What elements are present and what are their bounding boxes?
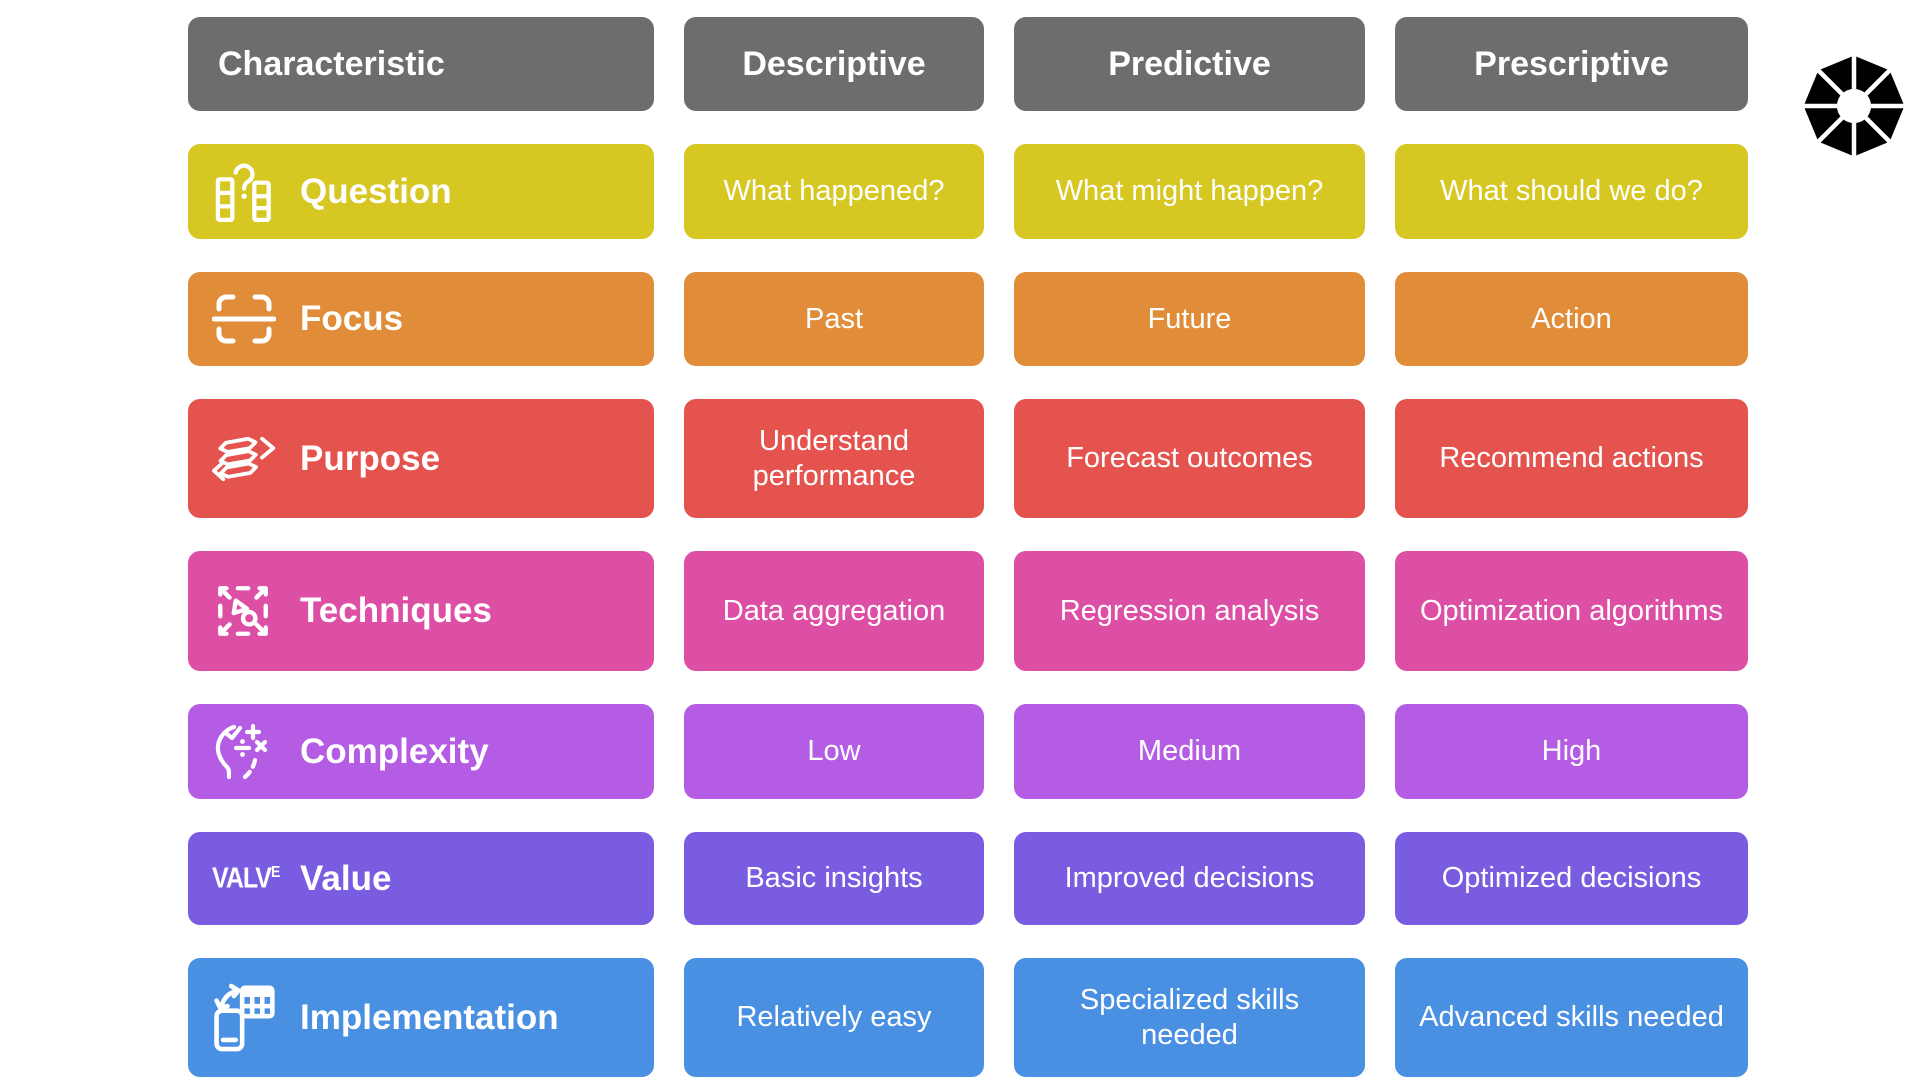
row-label-text: Complexity — [300, 731, 489, 771]
cell-value-predictive: Improved decisions — [1014, 832, 1365, 925]
cell-focus-prescriptive: Action — [1395, 272, 1748, 366]
row-label-implementation: Implementation — [188, 958, 654, 1077]
row-label-text: Implementation — [300, 997, 559, 1037]
row-label-complexity: Complexity — [188, 704, 654, 799]
cell-value-descriptive: Basic insights — [684, 832, 984, 925]
row-label-text: Focus — [300, 299, 404, 338]
cell-implementation-prescriptive: Advanced skills needed — [1395, 958, 1748, 1077]
device-spreadsheet-sync-icon — [212, 983, 300, 1053]
row-label-focus: Focus — [188, 272, 654, 366]
cell-complexity-predictive: Medium — [1014, 704, 1365, 799]
question-mark-columns-icon — [212, 159, 300, 225]
cell-purpose-descriptive: Understand performance — [684, 399, 984, 518]
cell-complexity-prescriptive: High — [1395, 704, 1748, 799]
analytics-comparison-table: Characteristic Descriptive Predictive Pr… — [188, 17, 1748, 1077]
row-label-purpose: Purpose — [188, 399, 654, 518]
cell-techniques-prescriptive: Optimization algorithms — [1395, 551, 1748, 671]
header-predictive: Predictive — [1014, 17, 1365, 111]
row-label-question: Question — [188, 144, 654, 239]
head-math-icon — [212, 720, 300, 784]
valve-sup: E — [270, 862, 281, 881]
exchange-arrows-icon — [212, 430, 300, 487]
header-descriptive: Descriptive — [684, 17, 984, 111]
cell-question-prescriptive: What should we do? — [1395, 144, 1748, 239]
cell-focus-predictive: Future — [1014, 272, 1365, 366]
row-label-text: Value — [300, 858, 392, 898]
row-label-text: Question — [300, 171, 452, 211]
valve-text: VALV — [212, 862, 272, 895]
aperture-shutter-logo — [1800, 52, 1908, 165]
focus-frame-icon — [212, 290, 300, 348]
cell-value-prescriptive: Optimized decisions — [1395, 832, 1748, 925]
cell-purpose-predictive: Forecast outcomes — [1014, 399, 1365, 518]
transform-shapes-icon — [212, 580, 300, 642]
cell-question-descriptive: What happened? — [684, 144, 984, 239]
header-prescriptive: Prescriptive — [1395, 17, 1748, 111]
row-label-text: Techniques — [300, 591, 492, 630]
header-characteristic: Characteristic — [188, 17, 654, 111]
cell-techniques-predictive: Regression analysis — [1014, 551, 1365, 671]
cell-focus-descriptive: Past — [684, 272, 984, 366]
cell-techniques-descriptive: Data aggregation — [684, 551, 984, 671]
valve-wordmark-icon: VALVE — [212, 862, 300, 893]
cell-implementation-predictive: Specialized skills needed — [1014, 958, 1365, 1077]
row-label-text: Purpose — [300, 438, 441, 478]
cell-implementation-descriptive: Relatively easy — [684, 958, 984, 1077]
cell-complexity-descriptive: Low — [684, 704, 984, 799]
row-label-techniques: Techniques — [188, 551, 654, 671]
row-label-value: VALVE Value — [188, 832, 654, 925]
cell-question-predictive: What might happen? — [1014, 144, 1365, 239]
cell-purpose-prescriptive: Recommend actions — [1395, 399, 1748, 518]
